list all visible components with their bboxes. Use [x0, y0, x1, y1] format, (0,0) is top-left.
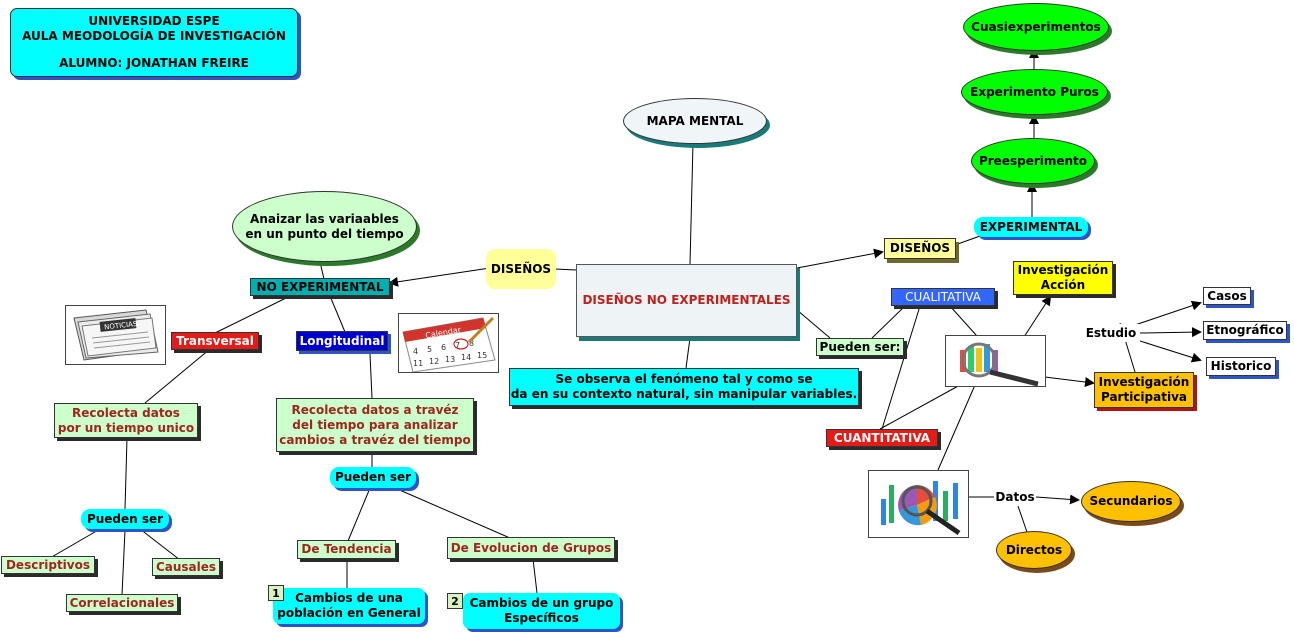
newspaper-title: NOTICIAS	[104, 320, 138, 331]
cambios-poblacion-node[interactable]: Cambios de una población en General	[273, 588, 425, 624]
investigacion-accion-node[interactable]: Investigación Acción	[1013, 261, 1113, 295]
svg-text:12: 12	[429, 357, 439, 366]
experimento-puros-node[interactable]: Experimento Puros	[961, 69, 1108, 115]
pueden-ser-right-node[interactable]: Pueden ser:	[816, 338, 904, 356]
header-line-1: UNIVERSIDAD ESPE	[88, 14, 220, 28]
svg-text:14: 14	[461, 353, 471, 362]
secundarios-node[interactable]: Secundarios	[1081, 481, 1181, 522]
svg-text:6: 6	[441, 343, 446, 352]
se-observa-node[interactable]: Se observa el fenómeno tal y como se da …	[509, 368, 859, 406]
cualitativa-node[interactable]: CUALITATIVA	[891, 288, 995, 306]
datos-label: Datos	[994, 488, 1036, 506]
badge-1: 1	[268, 585, 284, 601]
etnografico-node[interactable]: Etnográfico	[1203, 321, 1287, 340]
casos-node[interactable]: Casos	[1203, 287, 1251, 305]
disenos-left-node[interactable]: DISEÑOS	[486, 249, 556, 289]
analizar-node[interactable]: Anaizar las variaables en un punto del t…	[232, 191, 417, 262]
cuasiexperimentos-node[interactable]: Cuasiexperimentos	[963, 3, 1109, 51]
disenos-right-node[interactable]: DISEÑOS	[884, 238, 956, 259]
people-magnifier-icon	[945, 335, 1046, 387]
newspaper-icon: NOTICIAS	[65, 305, 166, 365]
svg-text:7: 7	[455, 341, 460, 350]
svg-text:13: 13	[445, 355, 455, 364]
cambios-grupo-node[interactable]: Cambios de un grupo Específicos	[463, 593, 620, 629]
transversal-node[interactable]: Transversal	[171, 332, 259, 350]
de-tendencia-node[interactable]: De Tendencia	[297, 540, 396, 559]
mapa-mental-node[interactable]: MAPA MENTAL	[623, 98, 767, 144]
descriptivos-node[interactable]: Descriptivos	[1, 556, 95, 574]
correlacionales-node[interactable]: Correlacionales	[66, 594, 178, 612]
header-box: UNIVERSIDAD ESPE AULA MEODOLOGÍA DE INVE…	[10, 8, 298, 77]
longitudinal-node[interactable]: Longitudinal	[296, 331, 388, 351]
svg-text:15: 15	[477, 351, 487, 360]
badge-2: 2	[447, 593, 463, 609]
pueden-ser-left-node[interactable]: Pueden ser	[81, 509, 169, 529]
header-line-3: ALUMNO: JONATHAN FREIRE	[59, 56, 249, 70]
pueden-ser-middle-node[interactable]: Pueden ser	[330, 467, 416, 488]
investigacion-participativa-node[interactable]: Investigación Participativa	[1094, 372, 1194, 408]
chart-magnifier-icon	[868, 470, 969, 538]
svg-text:8: 8	[469, 339, 474, 348]
svg-text:11: 11	[413, 359, 423, 368]
historico-node[interactable]: Historico	[1206, 357, 1276, 376]
cuantitativa-node[interactable]: CUANTITATIVA	[826, 429, 938, 447]
estudio-label: Estudio	[1082, 324, 1140, 342]
directos-node[interactable]: Directos	[996, 531, 1072, 569]
causales-node[interactable]: Causales	[152, 558, 220, 576]
svg-text:4: 4	[413, 347, 418, 356]
preesperimento-node[interactable]: Preesperimento	[971, 138, 1095, 184]
experimental-node[interactable]: EXPERIMENTAL	[974, 217, 1088, 237]
no-experimental-node[interactable]: NO EXPERIMENTAL	[250, 278, 390, 296]
central-node[interactable]: DISEÑOS NO EXPERIMENTALES	[576, 264, 797, 337]
svg-text:5: 5	[427, 345, 432, 354]
recolecta-unico-node[interactable]: Recolecta datos por un tiempo unico	[54, 403, 198, 438]
de-evolucion-node[interactable]: De Evolucion de Grupos	[447, 537, 615, 559]
recolecta-traves-node[interactable]: Recolecta datos a travéz del tiempo para…	[276, 398, 474, 452]
header-line-2: AULA MEODOLOGÍA DE INVESTIGACIÓN	[22, 29, 286, 43]
